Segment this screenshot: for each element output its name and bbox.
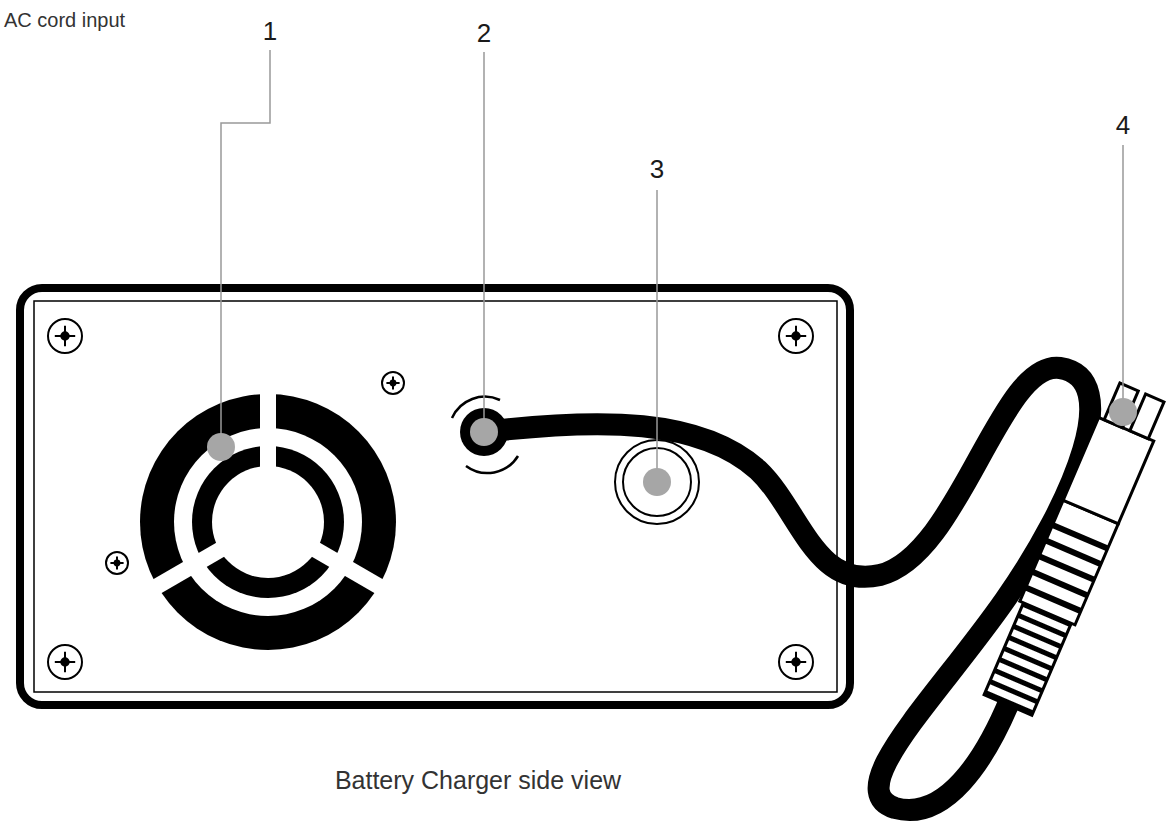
- callout-number: 2: [477, 20, 491, 46]
- callout-number: 1: [263, 18, 277, 44]
- part-label: AC cord input: [4, 10, 125, 30]
- callout-number: 4: [1116, 112, 1130, 138]
- housing: [20, 288, 850, 705]
- fan-grille: [140, 385, 396, 650]
- caption: Battery Charger side view: [335, 768, 621, 793]
- callout-dots: [207, 398, 1137, 496]
- dc-cable: [484, 368, 1090, 810]
- housing-panel: [34, 301, 837, 692]
- callout-number: 3: [650, 156, 664, 182]
- dc-connector: [980, 381, 1169, 717]
- leader-lines: [221, 50, 1123, 482]
- screws: [48, 319, 813, 679]
